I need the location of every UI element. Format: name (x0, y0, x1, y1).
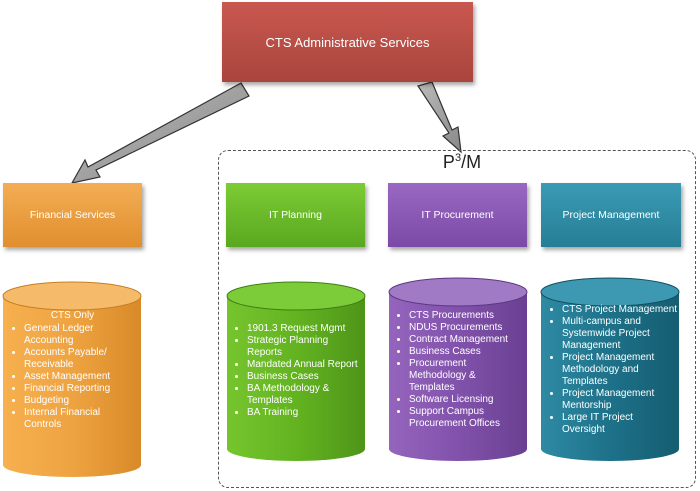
cylinder-planning-text: 1901.3 Request Mgmt Strategic Planning R… (233, 323, 361, 419)
header-it-procurement: IT Procurement (388, 183, 527, 247)
list-item: BA Training (247, 407, 361, 419)
list-item: Mandated Annual Report (247, 359, 361, 371)
arrow-to-p3m (417, 81, 462, 154)
list-item: General Ledger Accounting (24, 323, 135, 347)
list-item: Contract Management (409, 334, 523, 346)
header-label: Project Management (562, 209, 660, 221)
procurement-list: CTS Procurements NDUS Procurements Contr… (395, 310, 523, 430)
list-item: Budgeting (24, 395, 135, 407)
list-item: Project Management Methodology and Templ… (562, 352, 678, 388)
list-item: Support Campus Procurement Offices (409, 406, 523, 430)
header-financial-services: Financial Services (3, 183, 142, 247)
cylinder-it-planning (226, 281, 366, 461)
list-item: Financial Reporting (24, 383, 135, 395)
p3m-group-label: P3/M (442, 152, 482, 172)
list-item: Business Cases (247, 371, 361, 383)
list-item: 1901.3 Request Mgmt (247, 323, 361, 335)
cylinder-title: CTS Only (50, 310, 95, 321)
header-label: IT Procurement (421, 209, 494, 221)
list-item: Strategic Planning Reports (247, 335, 361, 359)
list-item: CTS Project Management (562, 304, 678, 316)
list-item: Multi-campus and Systemwide Project Mana… (562, 316, 678, 352)
header-label: IT Planning (269, 209, 322, 221)
top-box-label: CTS Administrative Services (265, 34, 430, 50)
cylinder-project-management (540, 277, 680, 461)
list-item: NDUS Procurements (409, 322, 523, 334)
pm-list: CTS Project Management Multi-campus and … (548, 304, 678, 436)
list-item: CTS Procurements (409, 310, 523, 322)
list-item: Procurement Methodology & Templates (409, 358, 523, 394)
list-item: Business Cases (409, 346, 523, 358)
cylinder-it-procurement (388, 277, 528, 461)
arrow-to-financial (70, 82, 250, 184)
list-item: BA Methodology & Templates (247, 383, 361, 407)
list-item: Asset Management (24, 371, 135, 383)
list-item: Internal Financial Controls (24, 407, 135, 431)
list-item: Large IT Project Oversight (562, 412, 678, 436)
top-box-administrative-services: CTS Administrative Services (222, 2, 473, 82)
cylinder-financial-text: CTS Only General Ledger Accounting Accou… (10, 310, 135, 431)
list-item: Project Management Mentorship (562, 388, 678, 412)
cylinder-procurement-text: CTS Procurements NDUS Procurements Contr… (395, 310, 523, 430)
header-label: Financial Services (29, 209, 116, 221)
header-project-management: Project Management (541, 183, 681, 247)
cylinder-financial (2, 281, 142, 477)
list-item: Software Licensing (409, 394, 523, 406)
planning-list: 1901.3 Request Mgmt Strategic Planning R… (233, 323, 361, 419)
header-it-planning: IT Planning (226, 183, 365, 247)
list-item: Accounts Payable/ Receivable (24, 347, 135, 371)
cylinder-pm-text: CTS Project Management Multi-campus and … (548, 304, 678, 436)
p3m-group-border (218, 150, 696, 488)
financial-list: General Ledger Accounting Accounts Payab… (10, 323, 135, 431)
